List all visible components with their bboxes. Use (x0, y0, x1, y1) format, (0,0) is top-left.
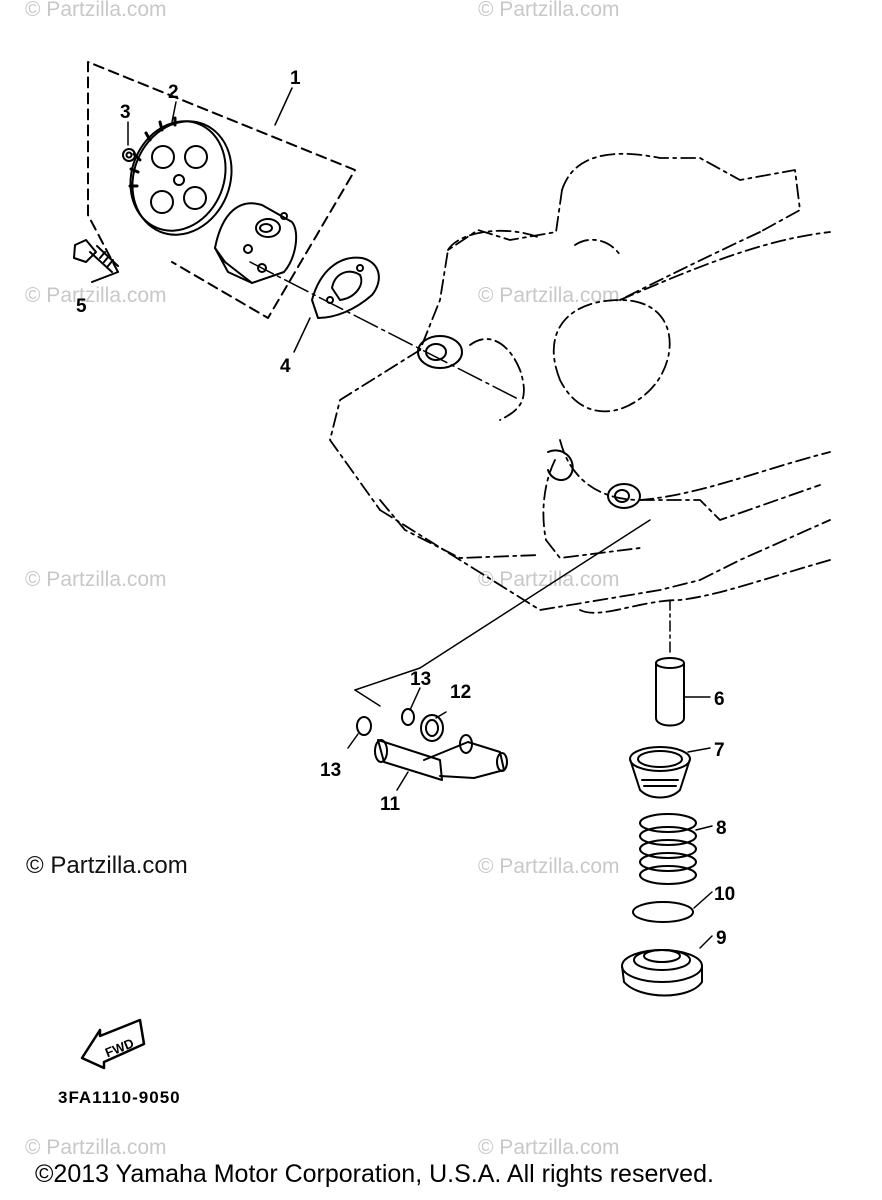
fwd-arrow-label: FWD (103, 1035, 136, 1060)
gasket (311, 256, 380, 319)
callout-6: 6 (714, 689, 725, 710)
fwd-arrow-icon (80, 1018, 146, 1070)
watermark: © Partzilla.com (478, 284, 620, 307)
callout-11: 11 (380, 794, 401, 815)
oil-pump-body (214, 202, 298, 284)
group-bracket-1 (87, 61, 356, 319)
callout-2: 2 (168, 82, 179, 103)
watermark: © Partzilla.com (25, 1136, 167, 1159)
watermark: © Partzilla.com (25, 284, 167, 307)
diagram-code: 3FA1110-9050 (58, 1088, 181, 1107)
callout-1: 1 (290, 68, 301, 89)
callout-4: 4 (280, 356, 291, 377)
circlip (122, 148, 136, 162)
callout-9: 9 (716, 928, 727, 949)
oil-pump-gear (128, 116, 233, 236)
partzilla-credit: © Partzilla.com (26, 852, 188, 879)
watermark: © Partzilla.com (478, 1136, 620, 1159)
watermark: © Partzilla.com (478, 568, 620, 591)
o-ring-small (356, 716, 372, 736)
plate (420, 714, 444, 742)
watermark: © Partzilla.com (478, 855, 620, 878)
copyright-footer: ©2013 Yamaha Motor Corporation, U.S.A. A… (35, 1160, 714, 1188)
watermark: © Partzilla.com (25, 568, 167, 591)
bolt (73, 239, 119, 273)
crankcase-outline (329, 152, 831, 614)
callout-5: 5 (76, 296, 87, 317)
watermark: © Partzilla.com (25, 0, 167, 21)
compression-spring (639, 813, 697, 885)
callout-12: 12 (450, 682, 471, 703)
callout-13-lower: 13 (320, 760, 341, 781)
callout-3: 3 (120, 102, 131, 123)
callout-10: 10 (714, 884, 735, 905)
oil-pipe (655, 599, 685, 727)
callout-13-upper: 13 (410, 669, 431, 690)
oil-delivery-pipe (374, 734, 508, 781)
callout-8: 8 (716, 818, 727, 839)
o-ring (632, 901, 694, 923)
o-ring-small (401, 708, 415, 726)
callout-7: 7 (714, 740, 725, 761)
strainer-cap (629, 746, 691, 799)
watermark: © Partzilla.com (478, 0, 620, 21)
drain-plug (621, 949, 703, 997)
case-boss (417, 335, 641, 509)
